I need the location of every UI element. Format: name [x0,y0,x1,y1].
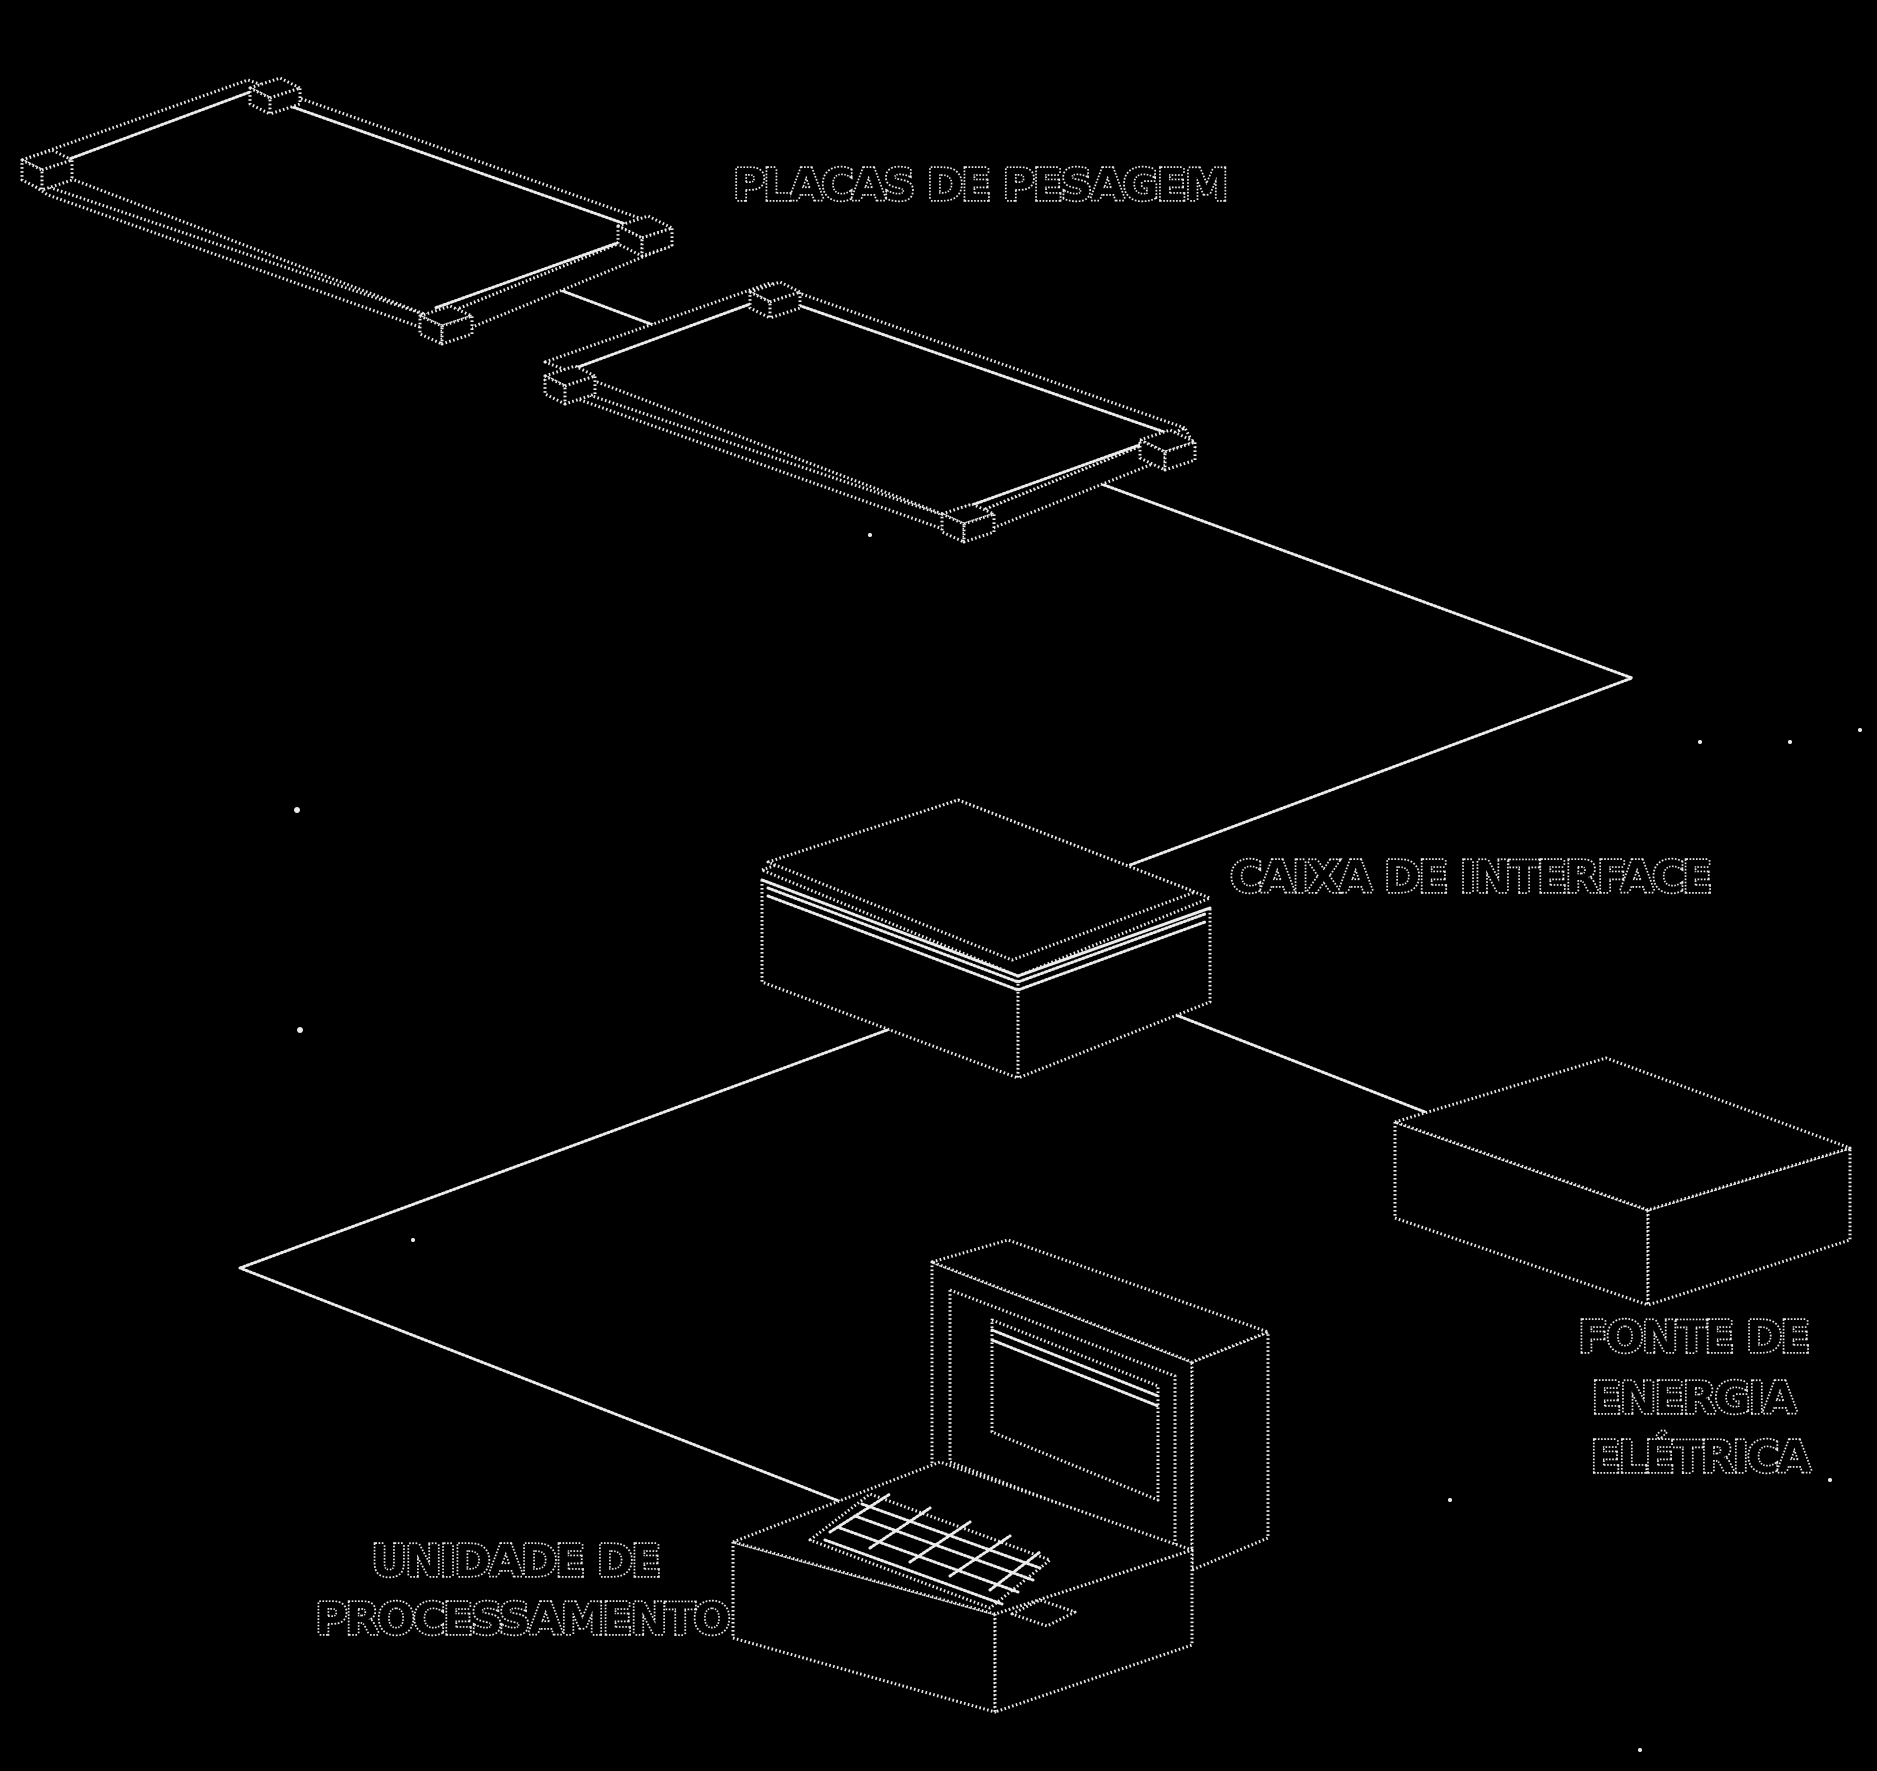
power-supply [1393,1056,1852,1307]
label-weighing-plates: PLACAS DE PESAGEM [733,160,1227,211]
label-power-supply-line-2: ENERGIA [1592,1373,1797,1424]
cable-plate2-to-interface [1083,476,1634,867]
plate-1-feet [20,76,674,346]
label-power-supply-line-3: ELÉTRICA [1591,1430,1812,1483]
keyboard-keys [823,1492,1042,1606]
label-power-supply: FONTE DE ENERGIA ELÉTRICA [1578,1312,1822,1483]
label-interface-box: CAIXA DE INTERFACE [1230,852,1710,903]
cable-interface-to-computer [238,1006,949,1512]
weighing-plate-1 [20,76,674,346]
laptop-computer [731,1238,1270,1714]
weighing-plate-2 [543,280,1197,544]
interface-box [760,798,1212,1080]
label-processing-unit-line-1: UNIDADE DE [371,1536,659,1587]
laptop-touchpad [1010,1598,1077,1628]
label-processing-unit-line-2: PROCESSAMENTO [315,1594,729,1645]
plate-2-feet [543,280,1197,544]
background-specks [294,533,1862,1752]
label-processing-unit: UNIDADE DE PROCESSAMENTO [315,1536,729,1645]
label-power-supply-line-1: FONTE DE [1578,1312,1808,1363]
